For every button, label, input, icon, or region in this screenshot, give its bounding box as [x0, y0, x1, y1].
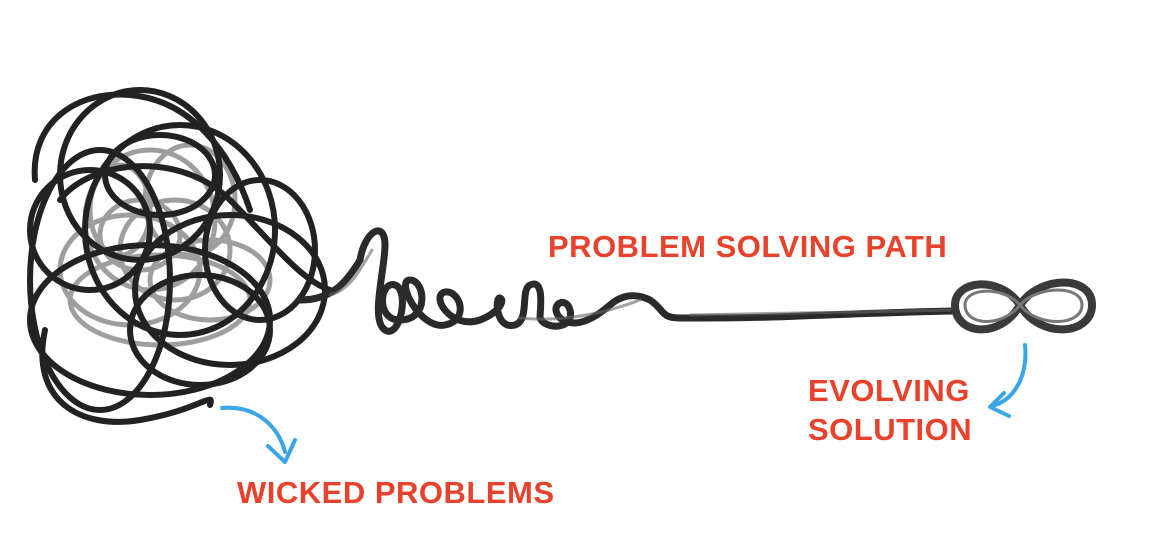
problem-solving-path-label: PROBLEM SOLVING PATH	[548, 229, 948, 264]
curved-arrow-icon	[988, 343, 1028, 418]
evolving-solution-line1: EVOLVING	[808, 373, 970, 408]
infinity-loop-icon	[950, 278, 1097, 334]
evolving-solution-line2: SOLUTION	[808, 411, 973, 447]
scribble-tangle-icon	[27, 87, 333, 425]
wicked-problems-label: WICKED PROBLEMS	[237, 475, 555, 510]
curved-arrow-icon	[220, 405, 297, 464]
evolving-solution-label: EVOLVING SOLUTION	[808, 372, 972, 450]
squiggly-path-line	[296, 227, 959, 335]
